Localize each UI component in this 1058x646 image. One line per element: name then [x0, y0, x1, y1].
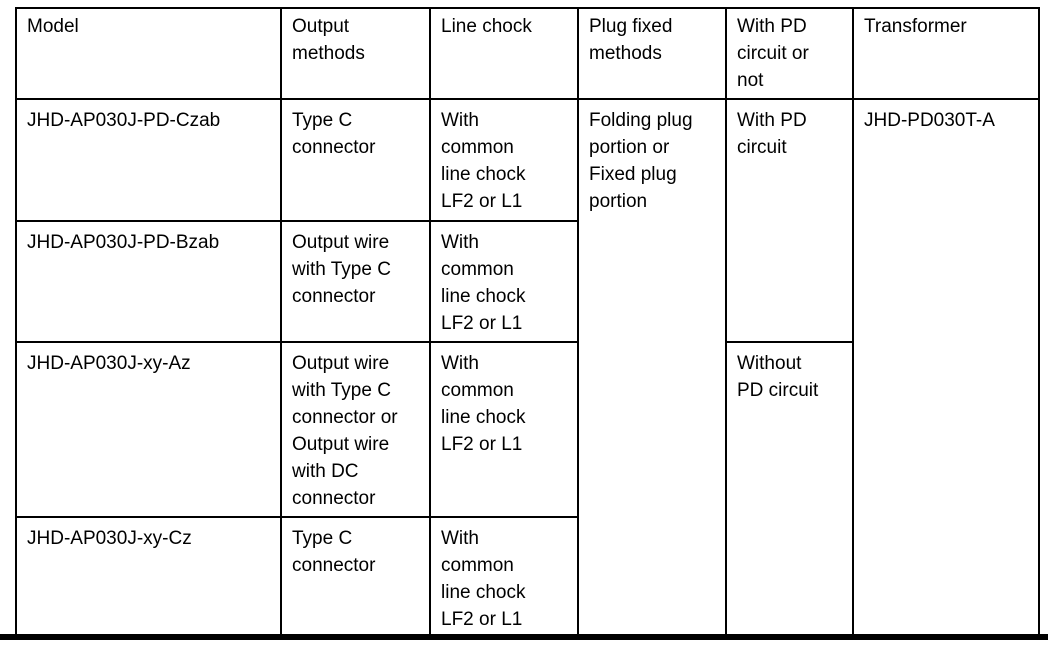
header-cell-transformer: Transformer: [852, 7, 1040, 100]
cell-line-chock-xy-cz: With common line chock LF2 or L1: [429, 516, 579, 639]
cell-line-chock-czab: With common line chock LF2 or L1: [429, 98, 579, 222]
header-cell-pd-circuit: With PD circuit or not: [725, 7, 854, 100]
header-cell-line-chock: Line chock: [429, 7, 579, 100]
cell-line-chock-bzab: With common line chock LF2 or L1: [429, 220, 579, 343]
cell-output-methods-czab: Type C connector: [280, 98, 431, 222]
header-cell-output-methods: Output methods: [280, 7, 431, 100]
cell-model-xy-cz: JHD-AP030J-xy-Cz: [15, 516, 282, 639]
cell-output-methods-xy-az: Output wire with Type C connector or Out…: [280, 341, 431, 518]
model-spec-table: Model Output methods Line chock Plug fix…: [15, 7, 1040, 639]
cell-model-bzab: JHD-AP030J-PD-Bzab: [15, 220, 282, 343]
cell-line-chock-xy-az: With common line chock LF2 or L1: [429, 341, 579, 518]
cell-transformer-merged: JHD-PD030T-A: [852, 98, 1040, 639]
table-header-row: Model Output methods Line chock Plug fix…: [15, 7, 1040, 100]
cell-plug-fixed-methods-merged: Folding plug portion or Fixed plug porti…: [577, 98, 727, 639]
cell-without-pd-circuit-merged: Without PD circuit: [725, 341, 854, 639]
cell-model-czab: JHD-AP030J-PD-Czab: [15, 98, 282, 222]
table-row: JHD-AP030J-PD-Czab Type C connector With…: [15, 98, 1040, 639]
cell-output-methods-bzab: Output wire with Type C connector: [280, 220, 431, 343]
cell-output-methods-xy-cz: Type C connector: [280, 516, 431, 639]
table-row: JHD-AP030J-xy-Cz Type C connector With c…: [15, 516, 1039, 639]
cell-model-xy-az: JHD-AP030J-xy-Az: [15, 341, 282, 518]
thick-bottom-rule: [0, 634, 1048, 640]
header-cell-plug-fixed-methods: Plug fixed methods: [577, 7, 727, 100]
cell-with-pd-circuit-merged: With PD circuit: [725, 98, 854, 343]
table-row: JHD-AP030J-PD-Bzab Output wire with Type…: [15, 220, 1039, 343]
header-cell-model: Model: [15, 7, 282, 100]
